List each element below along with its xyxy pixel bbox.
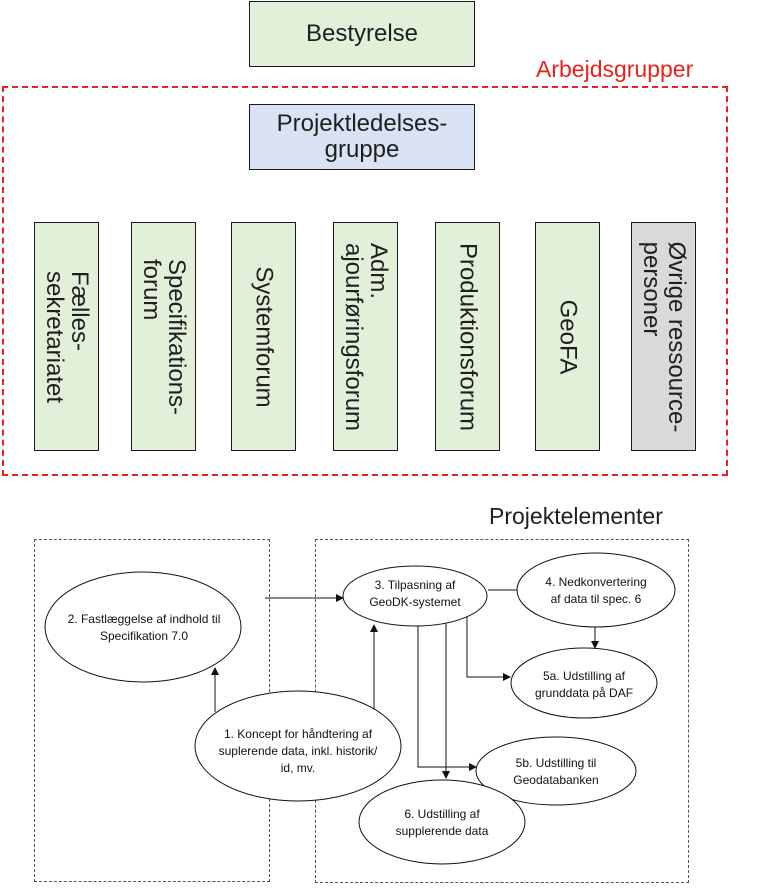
node-6: 6. Udstilling af supplerende data — [358, 779, 526, 865]
forum-faellessekretariatet: Fælles- sekretariatet — [34, 222, 99, 451]
management-group-box: Projektledelses- gruppe — [249, 104, 475, 170]
forum-oevrige-ressourcepersoner: Øvrige ressource- personer — [631, 222, 696, 451]
node-label: 5a. Udstilling af — [543, 669, 626, 683]
node-2: 2. Fastlæggelse af indhold til Specifika… — [44, 571, 242, 683]
node-label: 3. Tilpasning af — [375, 578, 456, 592]
working-groups-frame — [2, 86, 728, 476]
arrow-3-to-5b — [417, 618, 477, 771]
node-label: 5b. Udstilling til — [516, 756, 597, 770]
node-1: 1. Koncept for håndtering af suplerende … — [194, 690, 402, 802]
node-5b: 5b. Udstilling til Geodatabanken — [475, 736, 637, 806]
arrow-3-to-5a — [466, 616, 511, 681]
node-label: 4. Nedkonvertering — [545, 575, 646, 589]
working-groups-title: Arbejdsgrupper — [536, 56, 694, 82]
node-5a: 5a. Udstilling af grunddata på DAF — [510, 647, 658, 719]
node-label: suplerende data, inkl. historik/ — [219, 744, 378, 758]
node-label: 1. Koncept for håndtering af — [224, 727, 373, 741]
forum-specifikationsforum: Specifikations- forum — [131, 222, 196, 451]
node-4: 4. Nedkonvertering af data til spec. 6 — [516, 552, 676, 628]
node-label: af data til spec. 6 — [551, 592, 642, 606]
board-box: Bestyrelse — [249, 1, 475, 67]
node-3: 3. Tilpasning af GeoDK-systemet — [342, 565, 488, 627]
node-label: 2. Fastlæggelse af indhold til — [68, 612, 221, 626]
forum-produktionsforum: Produktionsforum — [435, 222, 500, 451]
node-label: Geodatabanken — [513, 773, 598, 787]
forum-systemforum: Systemforum — [231, 222, 296, 451]
node-label: grunddata på DAF — [535, 686, 633, 700]
node-label: id, mv. — [281, 761, 315, 775]
node-label: 6. Udstilling af — [404, 807, 480, 821]
forum-adm-ajourfoeringsforum: Adm. ajourføringsforum — [333, 222, 398, 451]
forum-geofa: GeoFA — [535, 222, 600, 451]
node-label: Specifikation 7.0 — [100, 629, 188, 643]
node-label: supplerende data — [396, 824, 489, 838]
management-group-label: Projektledelses- gruppe — [276, 110, 448, 163]
project-elements-title: Projektelementer — [489, 503, 663, 529]
node-label: GeoDK-systemet — [369, 595, 461, 609]
board-label: Bestyrelse — [305, 20, 419, 47]
